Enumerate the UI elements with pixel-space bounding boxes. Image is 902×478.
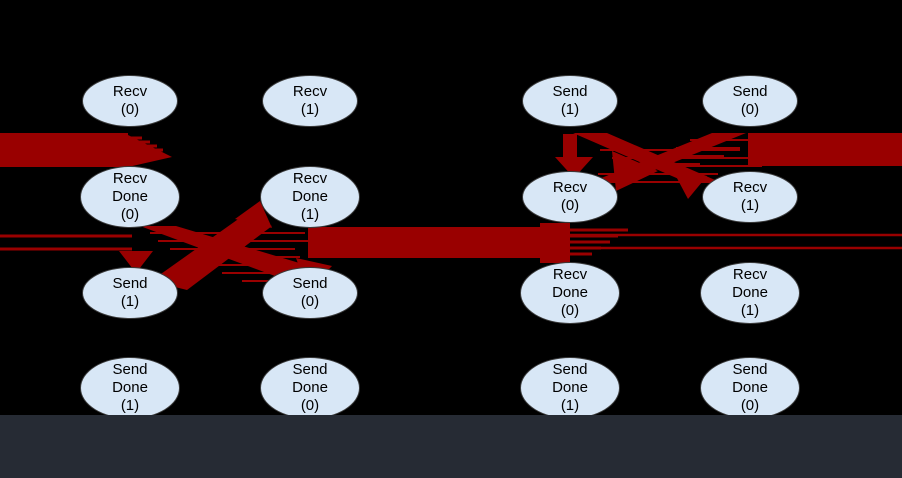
node-col3-send-1: Send (1)	[522, 75, 618, 127]
bottom-bar	[0, 415, 902, 478]
edge-right-to-recv-0	[555, 133, 902, 181]
node-col2-recv-done-1: Recv Done (1)	[260, 166, 360, 228]
node-col4-recv-1: Recv (1)	[702, 171, 798, 223]
node-col4-recv-done-1: Recv Done (1)	[700, 262, 800, 324]
node-col2-send-0: Send (0)	[262, 267, 358, 319]
node-col3-recv-done-0: Recv Done (0)	[520, 262, 620, 324]
edge-left-to-send-1	[0, 234, 153, 273]
node-col1-send-1: Send (1)	[82, 267, 178, 319]
node-col1-recv-0: Recv (0)	[82, 75, 178, 127]
node-col1-recv-done-0: Recv Done (0)	[80, 166, 180, 228]
node-col3-recv-0: Recv (0)	[522, 171, 618, 223]
node-col4-send-0: Send (0)	[702, 75, 798, 127]
node-col3-send-done-1: Send Done (1)	[520, 357, 620, 419]
node-col4-send-done-0: Send Done (0)	[700, 357, 800, 419]
node-col2-send-done-0: Send Done (0)	[260, 357, 360, 419]
edge-send-0-to-recv-0-long	[308, 223, 902, 263]
node-col2-recv-1: Recv (1)	[262, 75, 358, 127]
edge-left-to-recv-done-0	[0, 133, 172, 167]
node-col1-send-done-1: Send Done (1)	[80, 357, 180, 419]
